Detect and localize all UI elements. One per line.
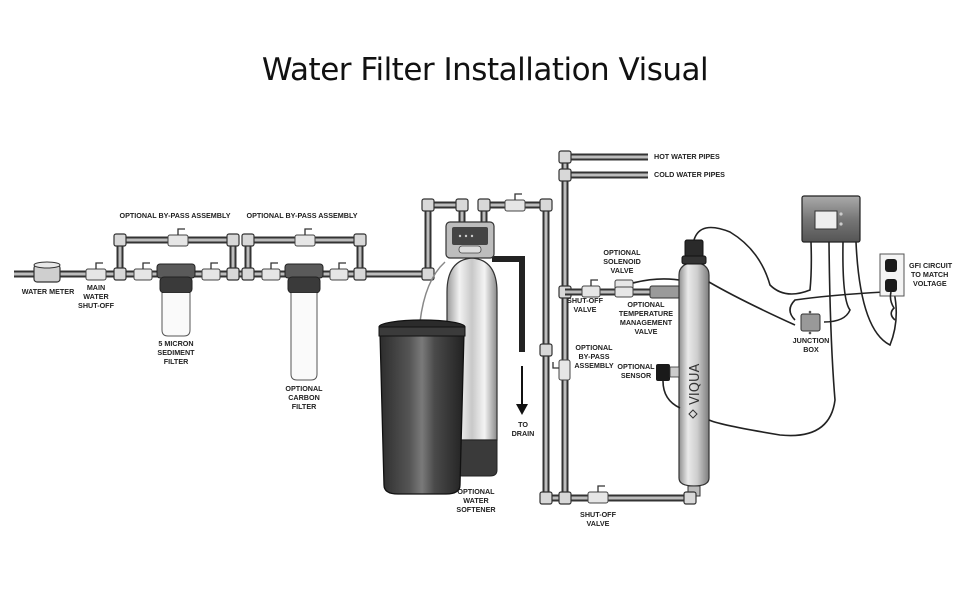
junction-box-label-2: BOX [803, 345, 819, 354]
gfi-label-2: TO MATCH [911, 270, 948, 279]
gfi-label-3: VOLTAGE [913, 279, 947, 288]
brine-line [419, 261, 446, 323]
sediment-label-2: SEDIMENT [157, 348, 195, 357]
brine-tank [378, 319, 466, 495]
to-drain-label-2: DRAIN [512, 429, 535, 438]
bypass-vertical-label-3: ASSEMBLY [574, 361, 613, 370]
bypass-2-label: OPTIONAL BY-PASS ASSEMBLY [246, 211, 357, 220]
bypass-assembly-2 [241, 228, 367, 281]
shutoff-bottom-label-1: SHUT-OFF [580, 510, 617, 519]
drain-line [492, 256, 528, 415]
wiring [693, 226, 898, 437]
uv-sensor [656, 364, 681, 409]
sediment-label-3: FILTER [164, 357, 189, 366]
gfi-outlet [879, 253, 905, 321]
sediment-filter [133, 262, 221, 337]
cold-water-label: COLD WATER PIPES [654, 170, 725, 179]
bypass-assembly-1 [113, 228, 240, 281]
bypass-vertical-label-1: OPTIONAL [575, 343, 613, 352]
junction-box [800, 310, 821, 335]
sediment-label-1: 5 MICRON [158, 339, 193, 348]
bottom-shutoff-valve[interactable] [587, 485, 609, 504]
carbon-label-1: OPTIONAL [285, 384, 323, 393]
main-shutoff-valve[interactable] [85, 262, 107, 281]
temp-valve-label-1: OPTIONAL [627, 300, 665, 309]
softener-label-1: OPTIONAL [457, 487, 495, 496]
hot-water-label: HOT WATER PIPES [654, 152, 720, 161]
temp-valve-label-4: VALVE [635, 327, 658, 336]
shutoff-bottom-label-2: VALVE [587, 519, 610, 528]
solenoid-label-2: SOLENOID [603, 257, 641, 266]
house-supply-pipe [539, 150, 648, 505]
water-meter-label: WATER METER [22, 287, 75, 296]
gfi-label-1: GFI CIRCUIT [909, 261, 953, 270]
junction-box-label-1: JUNCTION [793, 336, 830, 345]
softener-label-2: WATER [463, 496, 489, 505]
main-shutoff-label-1: MAIN [87, 283, 105, 292]
uv-brand-logo: VIQUA [688, 364, 703, 405]
bypass-1-label: OPTIONAL BY-PASS ASSEMBLY [119, 211, 230, 220]
shutoff-top-label-2: VALVE [574, 305, 597, 314]
softener-label-3: SOFTENER [456, 505, 496, 514]
sensor-label-1: OPTIONAL [617, 362, 655, 371]
carbon-label-3: FILTER [292, 402, 317, 411]
uv-system: VIQUA [678, 239, 710, 505]
temp-valve-label-3: MANAGEMENT [620, 318, 673, 327]
carbon-label-2: CARBON [288, 393, 320, 402]
main-shutoff-label-3: SHUT-OFF [78, 301, 115, 310]
diagram-title: Water Filter Installation Visual [261, 52, 709, 88]
bypass-vertical-label-2: BY-PASS [578, 352, 609, 361]
sensor-label-2: SENSOR [621, 371, 652, 380]
uv-controller [801, 195, 861, 243]
water-meter [33, 261, 61, 283]
main-shutoff-label-2: WATER [83, 292, 109, 301]
solenoid-label-1: OPTIONAL [603, 248, 641, 257]
temp-valve-label-2: TEMPERATURE [619, 309, 673, 318]
to-drain-label-1: TO [518, 420, 528, 429]
solenoid-label-3: VALVE [611, 266, 634, 275]
carbon-filter [261, 262, 349, 381]
shutoff-top-label-1: SHUT-OFF [567, 296, 604, 305]
